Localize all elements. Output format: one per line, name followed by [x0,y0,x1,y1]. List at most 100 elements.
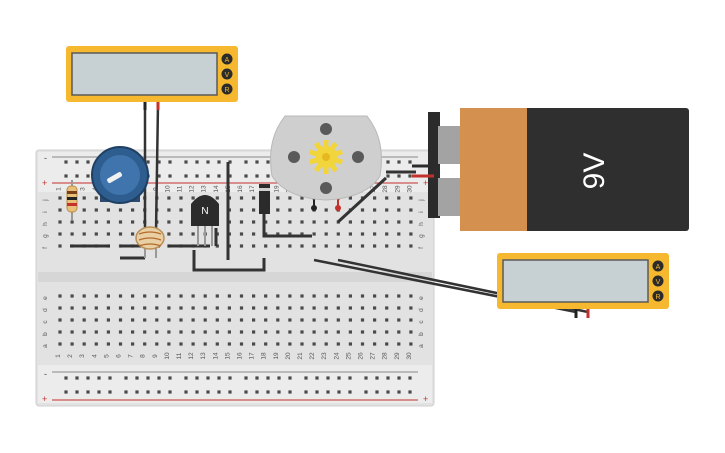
breadboard-hole[interactable] [184,390,188,394]
breadboard-hole[interactable] [386,160,390,164]
breadboard-hole[interactable] [409,330,413,334]
breadboard-hole[interactable] [255,174,259,178]
breadboard-hole[interactable] [397,294,401,298]
breadboard-hole[interactable] [375,390,379,394]
breadboard-hole[interactable] [336,330,340,334]
breadboard-hole[interactable] [397,244,401,248]
potentiometer[interactable] [91,146,149,204]
breadboard-hole[interactable] [397,220,401,224]
breadboard-hole[interactable] [155,342,159,346]
breadboard-hole[interactable] [146,390,150,394]
breadboard-hole[interactable] [228,390,232,394]
breadboard-hole[interactable] [397,376,401,380]
wire[interactable] [262,210,312,238]
breadboard-hole[interactable] [143,342,147,346]
dc-motor[interactable] [270,115,382,211]
mode-v-button[interactable] [652,275,664,287]
breadboard-hole[interactable] [118,232,123,236]
breadboard-hole[interactable] [300,294,304,298]
breadboard-hole[interactable] [70,220,74,224]
breadboard-hole[interactable] [206,160,210,164]
breadboard-hole[interactable] [360,318,365,322]
breadboard-hole[interactable] [409,196,413,200]
breadboard-hole[interactable] [168,376,172,380]
breadboard-hole[interactable] [239,244,244,248]
breadboard-hole[interactable] [326,376,330,380]
breadboard-hole[interactable] [179,294,183,298]
breadboard-hole[interactable] [86,376,90,380]
breadboard-hole[interactable] [409,220,413,224]
breadboard-hole[interactable] [215,196,219,200]
breadboard-hole[interactable] [373,318,377,322]
breadboard-hole[interactable] [288,220,292,224]
breadboard-hole[interactable] [288,294,292,298]
breadboard-hole[interactable] [348,330,352,334]
breadboard-hole[interactable] [70,232,74,236]
breadboard-hole[interactable] [217,174,221,178]
breadboard-hole[interactable] [94,306,98,310]
breadboard-hole[interactable] [195,376,199,380]
breadboard-hole[interactable] [288,390,292,394]
breadboard-hole[interactable] [239,318,244,322]
breadboard-hole[interactable] [203,342,207,346]
wire[interactable] [336,176,388,224]
breadboard-hole[interactable] [266,390,270,394]
breadboard-hole[interactable] [300,232,304,236]
breadboard-hole[interactable] [86,160,90,164]
breadboard-hole[interactable] [131,208,135,212]
breadboard-hole[interactable] [118,342,123,346]
breadboard-hole[interactable] [408,376,412,380]
breadboard-hole[interactable] [336,294,340,298]
breadboard-hole[interactable] [106,220,110,224]
breadboard-hole[interactable] [337,376,341,380]
breadboard-hole[interactable] [244,390,248,394]
breadboard-hole[interactable] [300,342,304,346]
breadboard-hole[interactable] [385,220,389,224]
breadboard-hole[interactable] [168,174,172,178]
breadboard-hole[interactable] [215,330,219,334]
breadboard-hole[interactable] [94,318,98,322]
breadboard-hole[interactable] [191,294,195,298]
breadboard-hole[interactable] [348,318,352,322]
breadboard-hole[interactable] [348,376,352,380]
breadboard-hole[interactable] [300,318,304,322]
breadboard-hole[interactable] [75,160,79,164]
breadboard-hole[interactable] [167,208,171,212]
breadboard-hole[interactable] [108,390,112,394]
breadboard-hole[interactable] [252,232,256,236]
breadboard-hole[interactable] [131,306,135,310]
mode-v-button[interactable] [221,68,233,80]
breadboard-hole[interactable] [239,306,244,310]
breadboard-hole[interactable] [348,196,352,200]
breadboard-hole[interactable] [184,174,188,178]
breadboard-hole[interactable] [300,208,304,212]
breadboard-hole[interactable] [264,318,268,322]
breadboard-hole[interactable] [252,294,256,298]
breadboard-hole[interactable] [217,390,221,394]
breadboard-hole[interactable] [385,318,389,322]
breadboard-hole[interactable] [336,244,340,248]
breadboard-hole[interactable] [195,390,199,394]
breadboard-hole[interactable] [135,390,139,394]
transistor[interactable]: N [191,195,219,246]
breadboard-hole[interactable] [97,390,101,394]
breadboard-hole[interactable] [312,232,316,236]
breadboard-hole[interactable] [360,306,365,310]
breadboard-hole[interactable] [70,330,74,334]
breadboard-hole[interactable] [348,294,352,298]
breadboard-hole[interactable] [86,174,90,178]
breadboard-hole[interactable] [373,306,377,310]
breadboard-hole[interactable] [315,390,319,394]
photoresistor[interactable] [135,226,165,258]
breadboard-hole[interactable] [179,342,183,346]
breadboard-hole[interactable] [252,330,256,334]
breadboard-hole[interactable] [227,294,231,298]
breadboard-hole[interactable] [58,318,62,322]
breadboard-hole[interactable] [276,244,280,248]
multimeter-top-mode-r[interactable]: R [221,83,233,95]
breadboard-hole[interactable] [288,342,292,346]
breadboard-hole[interactable] [179,196,183,200]
breadboard-hole[interactable] [58,220,62,224]
breadboard-hole[interactable] [348,390,352,394]
breadboard-hole[interactable] [191,196,195,200]
